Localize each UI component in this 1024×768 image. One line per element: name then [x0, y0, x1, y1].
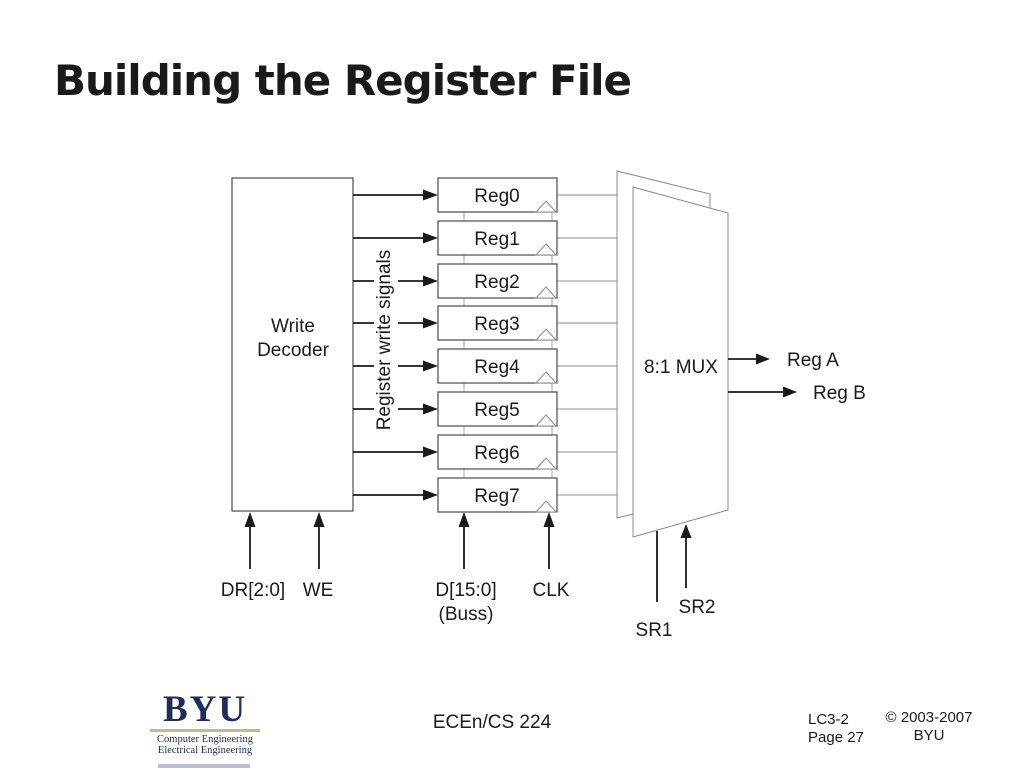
- sr2-label: SR2: [679, 597, 716, 618]
- register-row: Reg5: [437, 391, 558, 427]
- register-row: Reg2: [437, 263, 558, 299]
- clock-wedge-icon: [534, 200, 558, 213]
- register-row: Reg0: [437, 177, 558, 213]
- clock-wedge-icon: [534, 457, 558, 470]
- register-box: [437, 177, 558, 213]
- reg-b-label: Reg B: [813, 383, 866, 404]
- register-row: Reg1: [437, 220, 558, 256]
- register-box: [437, 434, 558, 470]
- reg-a-arrow: [728, 353, 770, 365]
- clock-wedge-icon: [534, 328, 558, 341]
- footer-org: BYU: [913, 727, 945, 744]
- footer-copyright: © 2003-2007: [885, 709, 973, 726]
- d-bus-label: D[15:0]: [435, 580, 496, 601]
- bus-connector-lines: [463, 212, 553, 478]
- page-title: Building the Register File: [54, 56, 632, 105]
- clk-input-arrow: [543, 512, 555, 569]
- buss-sublabel: (Buss): [439, 604, 494, 625]
- register-label: Reg7: [474, 486, 519, 507]
- register-label: Reg2: [474, 272, 519, 293]
- logo-bottom-strip: [158, 764, 250, 768]
- clock-wedge-icon: [534, 286, 558, 299]
- clock-wedge-icon: [534, 371, 558, 384]
- register-box: [437, 348, 558, 384]
- we-label: WE: [303, 580, 334, 601]
- logo-dept-line2: Electrical Engineering: [157, 745, 253, 756]
- mux-input-lines: [557, 194, 617, 496]
- register-label: Reg1: [474, 229, 519, 250]
- register-row: Reg3: [437, 305, 558, 341]
- register-label: Reg6: [474, 443, 519, 464]
- register-row: Reg6: [437, 434, 558, 470]
- sr2-select-arrow: [680, 524, 692, 588]
- mux-front-shape: [632, 186, 729, 538]
- clock-wedge-icon: [534, 243, 558, 256]
- dr-label: DR[2:0]: [221, 580, 285, 601]
- write-decoder-label-line1: Write: [271, 316, 315, 337]
- footer-lecture-id: LC3-2: [808, 711, 849, 728]
- register-label: Reg3: [474, 314, 519, 335]
- footer-page-block: LC3-2 Page 27: [808, 711, 864, 747]
- register-label: Reg5: [474, 400, 519, 421]
- write-enable-arrows: [353, 189, 438, 501]
- clock-wedge-icon: [534, 500, 558, 513]
- d-bus-input-arrow: [458, 512, 470, 569]
- footer-page-number: Page 27: [808, 729, 864, 746]
- write-decoder-box: [231, 177, 354, 512]
- byu-logo: BYU Computer Engineering Electrical Engi…: [150, 689, 260, 756]
- register-write-signals-label: Register write signals: [374, 250, 395, 431]
- byu-wordmark: BYU: [162, 689, 248, 730]
- we-input-arrow: [313, 512, 325, 569]
- mux-label: 8:1 MUX: [644, 357, 718, 378]
- logo-gold-rule: [150, 729, 260, 732]
- reg-a-label: Reg A: [787, 350, 839, 371]
- register-row: Reg4: [437, 348, 558, 384]
- register-label: Reg4: [474, 357, 520, 378]
- reg-b-arrow: [728, 386, 797, 398]
- register-label: Reg0: [474, 186, 519, 207]
- footer-course: ECEn/CS 224: [432, 712, 552, 733]
- register-row: Reg7: [437, 477, 558, 513]
- logo-dept-line1: Computer Engineering: [157, 734, 253, 745]
- write-decoder-label-line2: Decoder: [257, 340, 329, 361]
- register-box: [437, 263, 558, 299]
- register-box: [437, 220, 558, 256]
- clk-label: CLK: [533, 580, 570, 601]
- footer-copyright-block: © 2003-2007 BYU: [869, 709, 989, 745]
- sr1-label: SR1: [636, 620, 673, 641]
- register-box: [437, 477, 558, 513]
- dr-input-arrow: [244, 512, 256, 569]
- clock-wedge-icon: [534, 414, 558, 427]
